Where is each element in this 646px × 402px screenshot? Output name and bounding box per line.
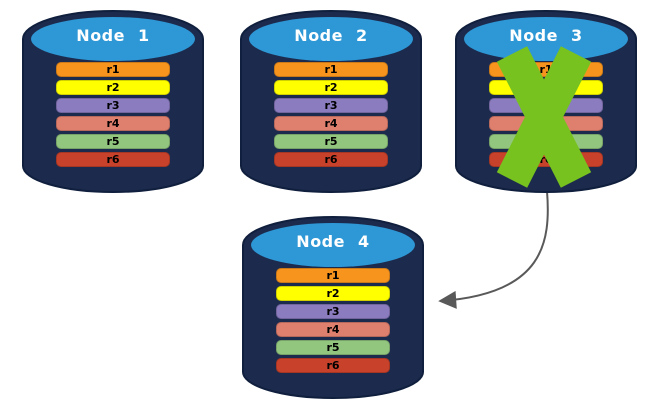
row-r2: r2 [276,286,390,301]
row-r1: r1 [56,62,170,77]
arrow-curve [438,190,549,309]
row-r2: r2 [489,80,603,95]
row-r2: r2 [274,80,388,95]
node-label: Node 4 [296,232,370,251]
row-r5: r5 [274,134,388,149]
node-label: Node 3 [509,26,583,45]
node-2: Node 2 r1 r2 r3 r4 r5 r6 [240,6,422,196]
row-r5: r5 [56,134,170,149]
row-r1: r1 [276,268,390,283]
row-r6: r6 [276,358,390,373]
node-label: Node 2 [294,26,368,45]
row-r6: r6 [274,152,388,167]
row-list: r1 r2 r3 r4 r5 r6 [276,268,390,376]
row-list: r1 r2 r3 r4 r5 r6 [489,62,603,170]
row-r6: r6 [56,152,170,167]
row-r4: r4 [56,116,170,131]
row-r3: r3 [489,98,603,113]
row-list: r1 r2 r3 r4 r5 r6 [56,62,170,170]
row-r5: r5 [489,134,603,149]
row-r2: r2 [56,80,170,95]
row-r5: r5 [276,340,390,355]
node-4: Node 4 r1 r2 r3 r4 r5 r6 [242,212,424,402]
row-r3: r3 [56,98,170,113]
row-r1: r1 [274,62,388,77]
row-list: r1 r2 r3 r4 r5 r6 [274,62,388,170]
node-1: Node 1 r1 r2 r3 r4 r5 r6 [22,6,204,196]
row-r3: r3 [276,304,390,319]
row-r4: r4 [274,116,388,131]
row-r4: r4 [489,116,603,131]
row-r3: r3 [274,98,388,113]
row-r4: r4 [276,322,390,337]
row-r6: r6 [489,152,603,167]
replication-arrow [438,190,549,309]
node-3: Node 3 r1 r2 r3 r4 r5 r6 [455,6,637,196]
row-r1: r1 [489,62,603,77]
node-label: Node 1 [76,26,150,45]
